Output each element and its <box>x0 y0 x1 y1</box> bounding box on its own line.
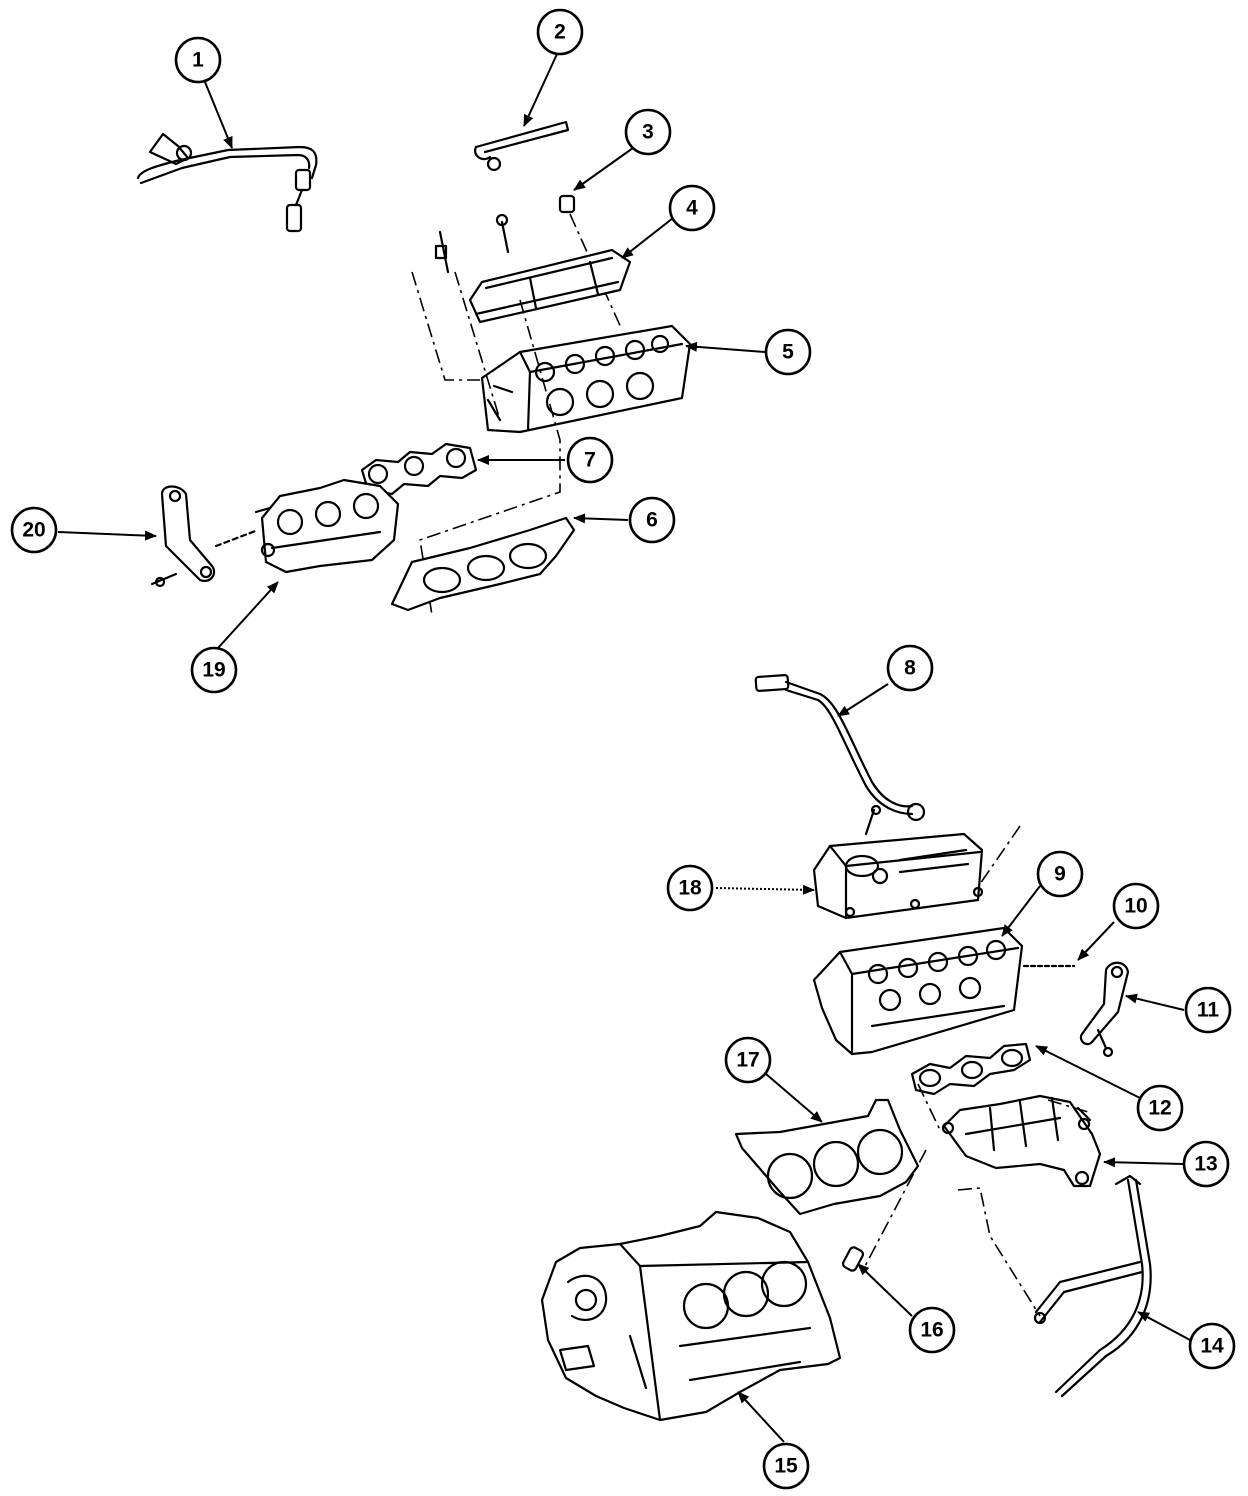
part-19-exhaust-manifold <box>214 478 400 574</box>
svg-text:7: 7 <box>584 449 596 472</box>
part-9-cylinder-head <box>812 926 1076 1056</box>
svg-text:19: 19 <box>202 659 225 682</box>
callout-18: 18 <box>666 864 714 912</box>
callout-3: 3 <box>624 108 672 156</box>
part-12-manifold-gasket <box>910 1042 1032 1096</box>
svg-text:17: 17 <box>736 1049 759 1072</box>
callout-16: 16 <box>908 1306 956 1354</box>
part-2-clip <box>474 120 570 172</box>
part-4-heat-shield <box>434 213 632 324</box>
callout-7: 7 <box>566 436 614 484</box>
part-15-engine-block <box>540 1210 842 1422</box>
svg-text:2: 2 <box>554 21 566 44</box>
leader-16 <box>857 1263 913 1317</box>
part-1-sensor-harness <box>136 132 318 233</box>
svg-text:8: 8 <box>904 657 916 680</box>
svg-text:9: 9 <box>1054 863 1066 886</box>
callout-17: 17 <box>724 1036 772 1084</box>
callout-13: 13 <box>1182 1140 1230 1188</box>
svg-text:16: 16 <box>920 1319 943 1342</box>
part-7-manifold-gasket <box>360 442 478 496</box>
part-18-valve-cover <box>812 825 1021 920</box>
callout-10: 10 <box>1112 882 1160 930</box>
leader-13 <box>1103 1157 1185 1168</box>
svg-text:12: 12 <box>1148 1097 1171 1120</box>
leader-12 <box>1035 1045 1141 1099</box>
leader-19 <box>217 581 279 649</box>
callouts: 1 2 3 4 5 6 7 8 9 10 11 12 13 14 15 16 1… <box>10 8 1236 1490</box>
leader-4 <box>621 217 674 259</box>
part-11-bracket <box>1079 961 1130 1058</box>
callout-5: 5 <box>764 328 812 376</box>
callout-19: 19 <box>190 646 238 694</box>
leader-18 <box>715 884 815 895</box>
callout-2: 2 <box>536 8 584 56</box>
leader-2 <box>523 53 558 127</box>
callout-14: 14 <box>1188 1322 1236 1370</box>
leader-8 <box>837 683 889 717</box>
leader-11 <box>1125 993 1185 1011</box>
svg-text:15: 15 <box>774 1455 798 1478</box>
callout-6: 6 <box>628 496 676 544</box>
part-14-dipstick-tube <box>1033 1174 1152 1398</box>
leader-14 <box>1137 1311 1191 1341</box>
part-17-head-gasket <box>734 1098 927 1273</box>
leader-17 <box>765 1073 823 1123</box>
leader-15 <box>737 1391 785 1443</box>
callout-12: 12 <box>1136 1084 1184 1132</box>
callout-11: 11 <box>1184 986 1232 1034</box>
part-20-bracket <box>150 485 216 588</box>
part-8-dipstick-tube <box>754 674 926 836</box>
part-13-exhaust-manifold <box>941 1094 1102 1188</box>
leader-3 <box>573 147 634 191</box>
svg-text:11: 11 <box>1197 999 1220 1022</box>
part-16-dowel <box>841 1246 865 1272</box>
leader-6 <box>573 513 629 524</box>
svg-text:1: 1 <box>192 49 204 72</box>
callout-1: 1 <box>174 36 222 84</box>
part-5-cylinder-head <box>480 324 692 434</box>
leader-9 <box>1001 885 1041 937</box>
svg-text:4: 4 <box>686 197 698 220</box>
part-6-gasket <box>390 516 576 612</box>
svg-text:10: 10 <box>1124 895 1147 918</box>
leader-10 <box>1077 921 1115 961</box>
leader-1 <box>204 81 233 149</box>
callout-4: 4 <box>668 184 716 232</box>
svg-text:18: 18 <box>678 877 702 900</box>
svg-text:5: 5 <box>782 341 794 364</box>
callout-8: 8 <box>886 644 934 692</box>
svg-text:3: 3 <box>642 121 654 144</box>
parts-layer <box>136 120 1152 1422</box>
svg-text:6: 6 <box>646 509 658 532</box>
callout-20: 20 <box>10 506 58 554</box>
callout-9: 9 <box>1036 850 1084 898</box>
svg-text:20: 20 <box>22 519 45 542</box>
leader-5 <box>685 341 766 353</box>
leader-20 <box>57 530 157 541</box>
leader-lines <box>57 53 1191 1443</box>
svg-text:14: 14 <box>1200 1335 1224 1358</box>
callout-15: 15 <box>762 1442 810 1490</box>
svg-text:13: 13 <box>1194 1153 1217 1176</box>
